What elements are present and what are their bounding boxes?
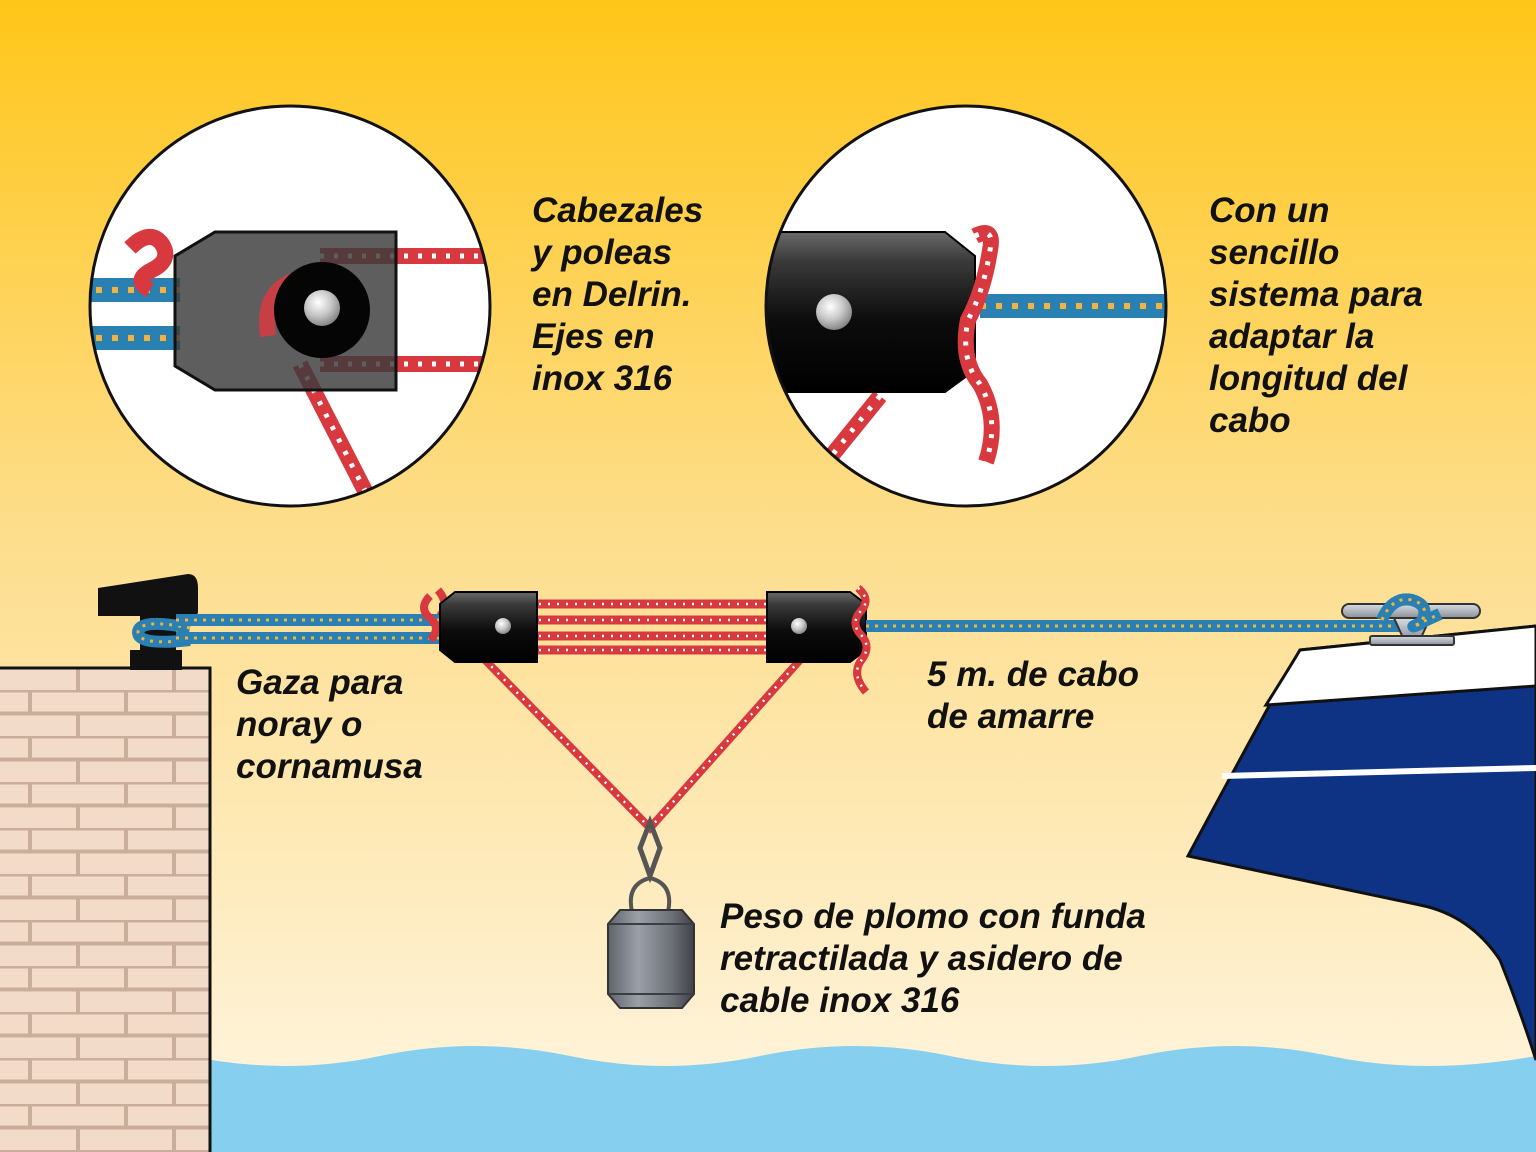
label-adapt-line: adaptar la [1209, 317, 1375, 356]
label-cabo-line: de amarre [927, 697, 1095, 736]
label-delrin-line: en Delrin. [532, 275, 692, 314]
label-delrin-line: Cabezales [532, 191, 704, 230]
knot-right [851, 584, 871, 695]
boat-hull [1185, 624, 1536, 1061]
label-cabo-line: 5 m. de cabo [927, 655, 1140, 694]
label-peso-line: retractilada y asidero de [720, 939, 1123, 978]
label-peso-line: cable inox 316 [720, 981, 960, 1020]
label-delrin-line: Ejes en [532, 317, 655, 356]
label-adapt-line: sencillo [1209, 233, 1340, 272]
label-cabo: 5 m. de cabo de amarre [927, 654, 1139, 738]
mooring-rope-left [176, 614, 445, 644]
label-delrin-line: y poleas [532, 233, 673, 272]
rope-eye-splice [131, 617, 192, 648]
boat-cleat [1341, 593, 1481, 646]
label-adapt-line: cabo [1209, 401, 1291, 440]
lead-weight [607, 815, 695, 1009]
detail-circle-knot [764, 104, 1168, 508]
label-delrin: Cabezales y poleas en Delrin. Ejes en in… [532, 190, 703, 400]
label-gaza-line: cornamusa [236, 747, 423, 786]
label-gaza-line: noray o [236, 705, 363, 744]
label-gaza-line: Gaza para [236, 663, 404, 702]
quay-wall [0, 666, 212, 1152]
label-peso: Peso de plomo con funda retractilada y a… [720, 896, 1146, 1022]
label-adapt-line: Con un [1209, 191, 1330, 230]
pulley-lines [530, 599, 775, 655]
detail-circle-pulley [88, 104, 492, 508]
pulley-block-right [766, 591, 867, 663]
label-peso-line: Peso de plomo con funda [720, 897, 1146, 936]
label-gaza: Gaza para noray o cornamusa [236, 662, 423, 788]
label-adapt: Con un sencillo sistema para adaptar la … [1209, 190, 1423, 442]
label-delrin-line: inox 316 [532, 359, 673, 398]
label-adapt-line: sistema para [1209, 275, 1424, 314]
label-adapt-line: longitud del [1209, 359, 1408, 398]
water [0, 1046, 1536, 1152]
pulley-block-left [439, 591, 538, 663]
